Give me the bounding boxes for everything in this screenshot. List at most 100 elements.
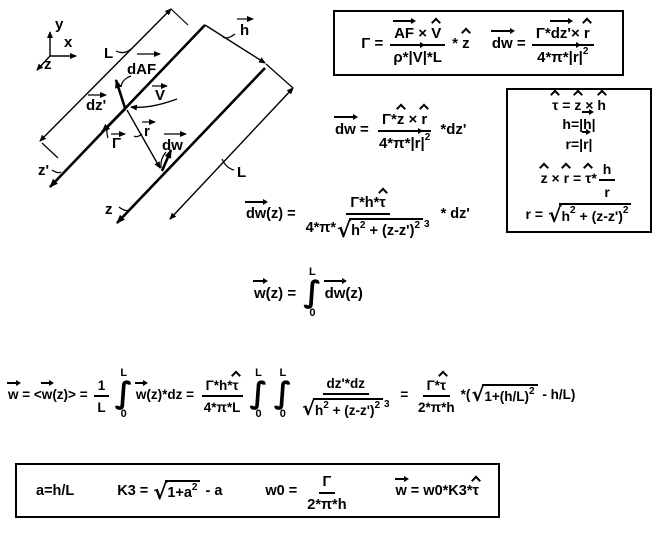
denominator: 4*π*|r|2 xyxy=(375,128,434,152)
math-token: Γ* xyxy=(535,25,551,42)
math-token: r xyxy=(572,49,579,66)
math-row: h xyxy=(603,161,612,177)
gamma-vector-arrow xyxy=(101,108,126,133)
math-token: h xyxy=(351,222,360,239)
integral-upper-limit: L xyxy=(255,366,262,379)
label-axis-x: x xyxy=(64,34,73,51)
vector-term: w xyxy=(394,475,410,499)
dimension-tick-top-right xyxy=(265,63,294,89)
definition-h: h=|h| xyxy=(562,109,596,133)
radical-body: 1+(h/L)2 xyxy=(482,384,538,404)
math-token: r xyxy=(604,183,610,200)
label-axis-z: z xyxy=(44,56,52,73)
superscript: 2 xyxy=(414,219,421,231)
denominator: 2*π*h xyxy=(414,397,459,415)
denominator: ρ*|V|*L xyxy=(389,42,446,66)
math-token: dw xyxy=(491,34,513,52)
label-dz-prime: dz' xyxy=(86,97,106,114)
hat-term: τ xyxy=(550,89,561,113)
denominator: 4*π*|r|2 xyxy=(533,42,592,66)
math-token: 2*π*h xyxy=(417,400,455,415)
denominator: L xyxy=(93,397,109,415)
vector-arrow-icon xyxy=(134,379,148,386)
math-row: 2*π*h xyxy=(307,497,346,513)
math-row: a=h/L xyxy=(36,483,74,499)
math-token: | xyxy=(588,135,593,152)
math-row: dz'*dz xyxy=(327,376,365,391)
vector-arrow-icon xyxy=(323,277,348,284)
math-token: Γ xyxy=(322,473,332,490)
numerator: Γ*z × r xyxy=(377,103,432,132)
integral: L∫0 xyxy=(249,366,268,421)
superscript: 2 xyxy=(374,399,381,411)
dimension-tick-top-left xyxy=(170,8,189,26)
v-vector-arrow xyxy=(130,98,178,111)
math-token: h=| xyxy=(562,116,584,133)
vector-arrow-icon xyxy=(571,42,581,48)
label-h: h xyxy=(240,22,249,39)
definition-r: r=|r| xyxy=(566,128,593,152)
numerator: Γ*h*τ xyxy=(346,187,390,215)
math-token: w xyxy=(41,386,53,402)
superscript: 2 xyxy=(622,205,629,217)
math-token: w xyxy=(254,284,266,302)
vector-term: r xyxy=(582,128,592,152)
leader-z-axis xyxy=(118,206,131,212)
math-token: × xyxy=(404,111,422,128)
vector-term: w xyxy=(253,277,268,302)
math-token: τ xyxy=(552,96,559,113)
math-token: *( xyxy=(460,386,471,402)
math-token: = < xyxy=(18,386,42,402)
integral: L∫0 xyxy=(303,266,321,320)
leader-daf xyxy=(120,75,132,88)
vector-term: w xyxy=(134,379,148,402)
vector-arrow-icon xyxy=(582,109,594,116)
numerator: Γ*τ xyxy=(422,370,450,397)
math-row: Γ*dz'× r xyxy=(535,17,592,42)
math-row: L xyxy=(97,400,105,415)
math-token: = xyxy=(355,120,373,138)
vector-arrow-icon xyxy=(394,475,410,482)
integral-lower-limit: 0 xyxy=(279,408,286,421)
math-token: w0 = xyxy=(265,482,302,499)
math-token: dw xyxy=(335,120,356,138)
span-dimension-h xyxy=(204,24,266,64)
vortex-geometry-diagram: y x z L dAF dz' V Γ r dw h z' z L xyxy=(36,8,294,224)
math-token: V xyxy=(412,49,423,66)
math-row: ρ*|V|*L xyxy=(393,42,442,66)
math-token: 1+a xyxy=(167,485,192,501)
math-token: + (z-z') xyxy=(328,402,375,418)
right-length-dimension xyxy=(169,87,294,220)
superscript: 2 xyxy=(424,132,431,143)
denominator: 2*π*h xyxy=(303,494,350,513)
integral-sign-icon: ∫ xyxy=(249,375,268,411)
hat-term: τ xyxy=(377,187,388,211)
math-token: a=h/L xyxy=(36,482,75,499)
math-token: ρ*| xyxy=(393,49,413,66)
math-token: 1+(h/L) xyxy=(484,389,530,404)
hat-term: r xyxy=(581,17,592,42)
math-token: r xyxy=(583,25,590,42)
math-token: r xyxy=(563,169,570,186)
denominator: 4*π*L xyxy=(200,397,245,415)
numerator: h xyxy=(598,156,616,181)
math-token: + (z-z') xyxy=(575,208,623,225)
label-daf: dAF xyxy=(127,61,156,78)
leader-dw xyxy=(160,151,167,169)
leader-z-prime xyxy=(51,169,62,174)
math-token: h xyxy=(602,160,612,177)
result-w-final: w = w0*K3*τ xyxy=(394,475,481,499)
